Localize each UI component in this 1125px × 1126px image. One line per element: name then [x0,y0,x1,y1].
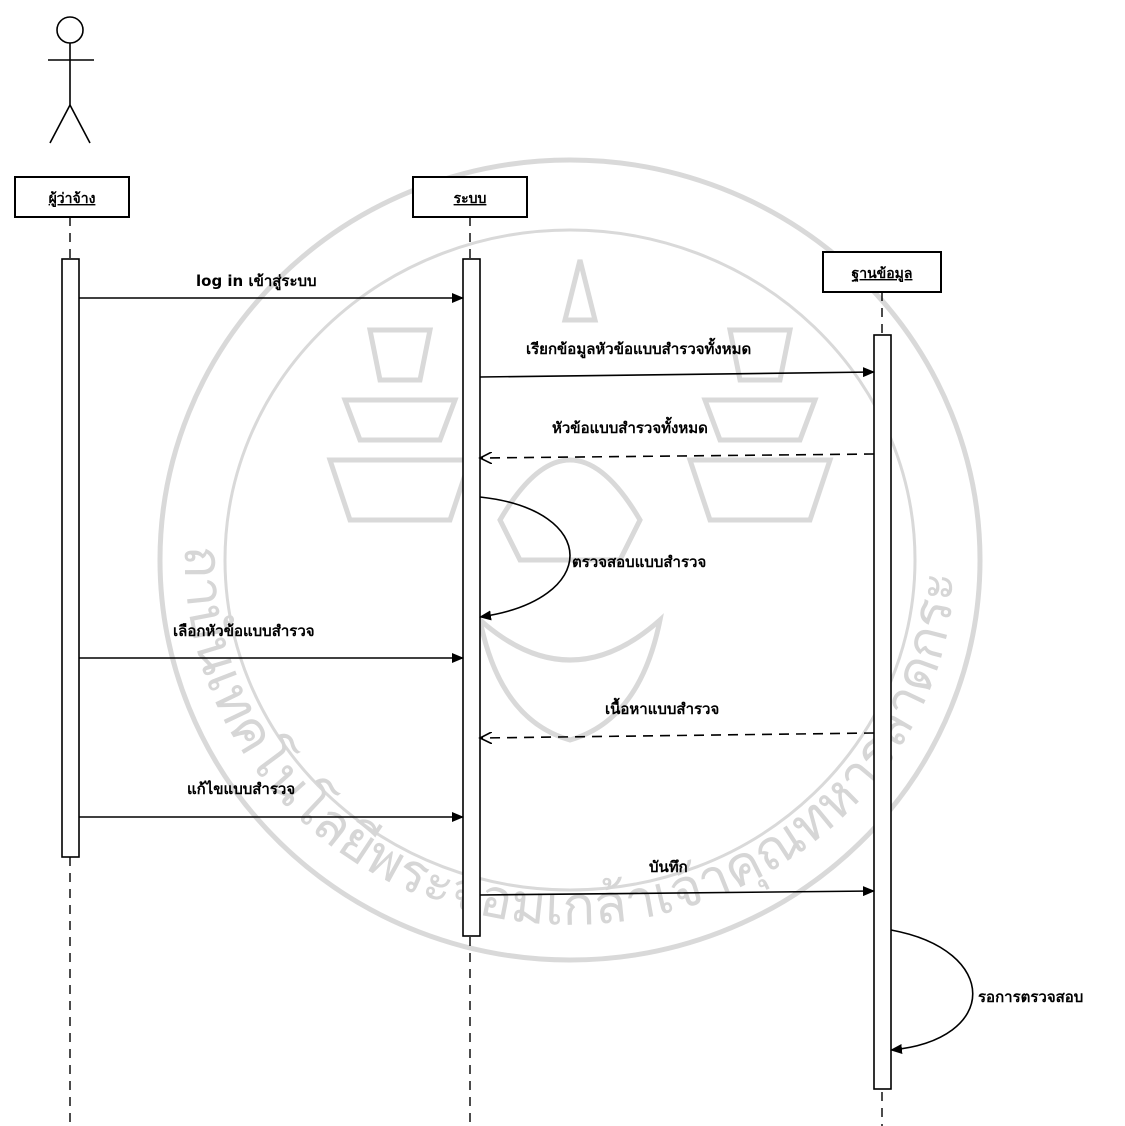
participant-label-employer: ผู้ว่าจ้าง [49,191,96,207]
actor-right-leg [69,104,91,144]
message-arrow-self-wait [890,929,974,1054]
actor-left-leg [49,104,71,144]
participant-box [14,176,130,218]
message-label-fetch-topics: เรียกข้อมูลหัวข้อแบบสำรวจทั้งหมด [526,337,751,359]
message-label-login: log in เข้าสู่ระบบ [196,272,317,291]
participant-label-system: ระบบ [454,191,487,207]
message-label-self-wait: รอการตรวจสอบ [978,988,1083,1006]
watermark-text: สถาบันเทคโนโลยีพระจอมเกล้าเจ้าคุณทหารลาด… [0,0,968,938]
message-label-select-topic: เลือกหัวข้อแบบสำรวจ [173,622,315,640]
message-arrow-fetch-topics [479,367,875,378]
participant-box [412,176,528,218]
message-label-self-check: ตรวจสอบแบบสำรวจ [572,553,706,571]
crown-spire [561,259,599,323]
message-label-content-return: เนื้อหาแบบสำรวจ [605,697,719,718]
message-label-save: บันทึก [649,858,688,876]
activation-database [873,334,892,1090]
message-arrow-content-return [480,733,875,738]
center-ornament [476,613,664,743]
actor-employer-figure [48,16,94,144]
participant-database: ฐานข้อมูล [822,251,942,293]
right-pagoda [686,327,834,523]
message-arrow-topics-return [480,454,875,458]
center-crown [497,457,643,563]
watermark-inner-ring [223,228,917,892]
left-pagoda [326,327,474,523]
participant-label-database: ฐานข้อมูล [852,266,913,283]
activation-employer [61,258,80,858]
participant-employer: ผู้ว่าจ้าง [14,176,130,218]
actor-head [56,16,84,44]
message-label-edit: แก้ไขแบบสำรวจ [187,779,295,798]
watermark-emblem [157,157,983,963]
message-arrow-save [479,886,875,897]
participant-system: ระบบ [412,176,528,218]
activation-system [462,258,481,937]
message-label-topics-return: หัวข้อแบบสำรวจทั้งหมด [552,416,708,437]
message-arrow-self-check [479,496,571,621]
participant-box [822,251,942,293]
watermark-outer-ring [157,157,983,963]
